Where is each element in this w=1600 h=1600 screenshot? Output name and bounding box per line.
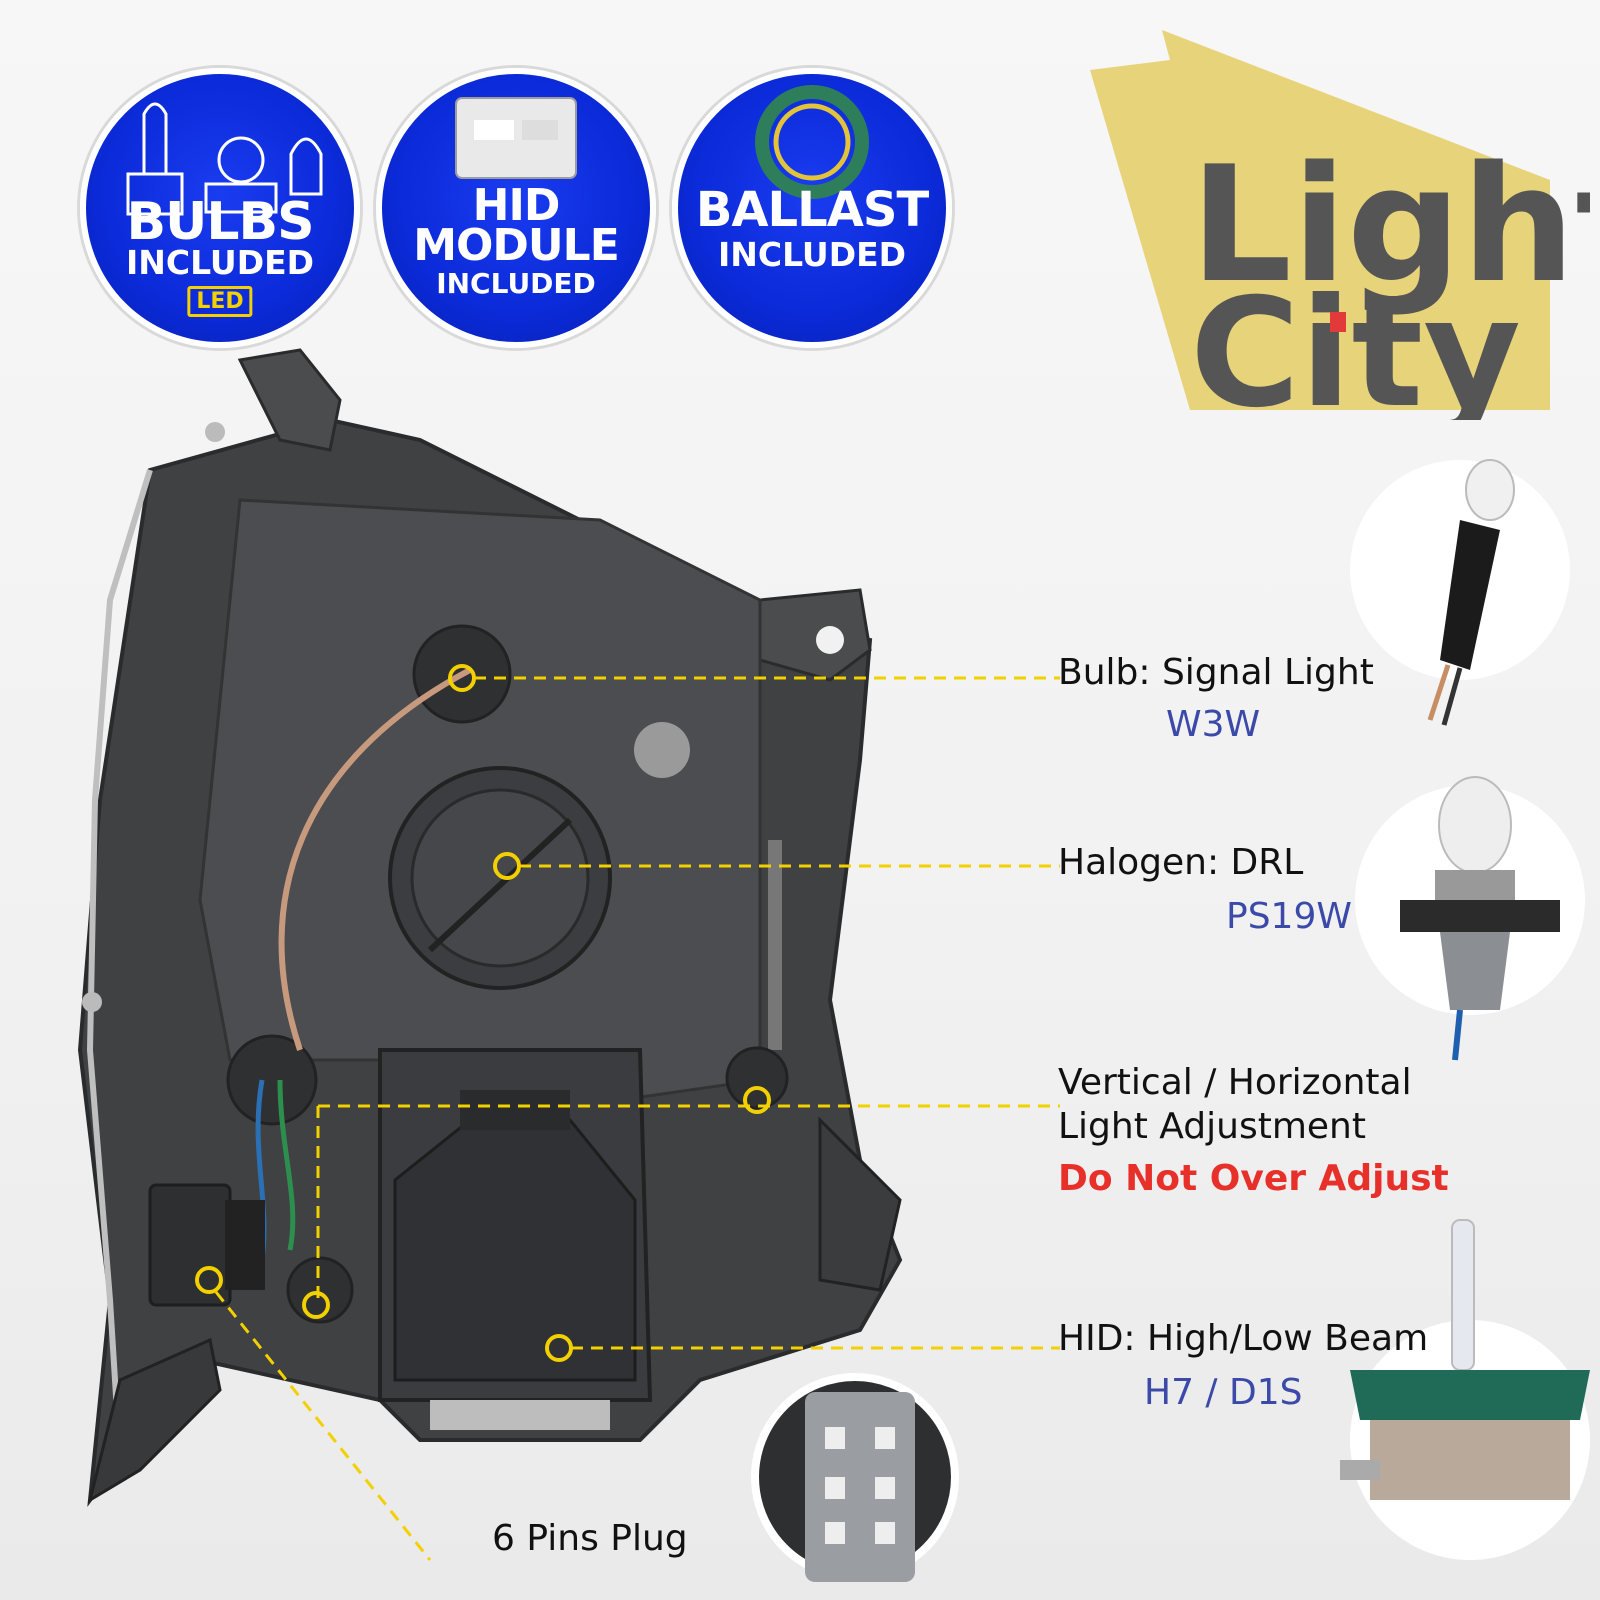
hid-module-icon <box>455 97 577 179</box>
callout-ring-pivot <box>302 1291 330 1319</box>
callout-label-adjust-2: Light Adjustment <box>1058 1106 1366 1147</box>
bulb-icons <box>126 102 323 216</box>
ps19w-bulb-image <box>1355 776 1585 1061</box>
brand-flag <box>1090 30 1550 410</box>
callout-label-adjust-1: Vertical / Horizontal <box>1058 1062 1412 1103</box>
plug-closeup-image <box>751 1373 959 1582</box>
badge-hid-line1: HID <box>472 180 561 231</box>
brand-logo: Light City <box>1090 30 1590 420</box>
ballast-ring-icon <box>755 85 869 199</box>
callout-spec-drl: PS19W <box>1226 896 1352 937</box>
badge-hid-line3: INCLUDED <box>436 267 596 300</box>
adjuster-rod <box>768 840 782 1050</box>
badge-ballast-line1: BALLAST <box>695 182 929 238</box>
led-tag: LED <box>187 286 253 317</box>
callout-label-signal: Bulb: Signal Light <box>1058 652 1374 693</box>
callout-ring-plug <box>195 1266 223 1294</box>
product-bulbs <box>1340 459 1590 1560</box>
callout-label-drl: Halogen: DRL <box>1058 842 1304 883</box>
callout-lines <box>195 664 1060 1561</box>
mount-tab-top <box>237 348 342 452</box>
badge-hid-module-included: HID MODULE INCLUDED <box>376 68 656 348</box>
badge-ballast-included: BALLAST INCLUDED <box>672 68 952 348</box>
badge-hid-line2: MODULE <box>413 220 620 271</box>
badge-bulbs-included: BULBS INCLUDED LED <box>80 68 360 348</box>
callout-spec-signal: W3W <box>1166 704 1261 745</box>
adjuster-screw <box>725 1046 789 1110</box>
left-socket <box>226 1034 318 1126</box>
plug-label: 6 Pins Plug <box>492 1518 688 1559</box>
callout-warning-adjust: Do Not Over Adjust <box>1058 1158 1449 1199</box>
w3w-bulb-image <box>1350 459 1570 726</box>
housing-lens-edge <box>86 469 153 1461</box>
bottom-bracket <box>87 1337 222 1504</box>
brand-word-light: Light <box>1190 131 1590 318</box>
callout-ring-adjuster <box>743 1086 771 1114</box>
callout-label-hid: HID: High/Low Beam <box>1058 1318 1429 1359</box>
badge-ballast-line2: INCLUDED <box>717 235 907 274</box>
d1s-bulb-image <box>1340 1219 1590 1560</box>
callout-line-plug <box>214 1291 432 1561</box>
brand-word-city: City <box>1190 267 1521 420</box>
badge-bulbs-line2: INCLUDED <box>125 243 315 282</box>
brand-accent <box>1330 312 1346 332</box>
callout-spec-hid: H7 / D1S <box>1144 1372 1303 1413</box>
badge-bulbs-line1: BULBS <box>126 192 314 252</box>
